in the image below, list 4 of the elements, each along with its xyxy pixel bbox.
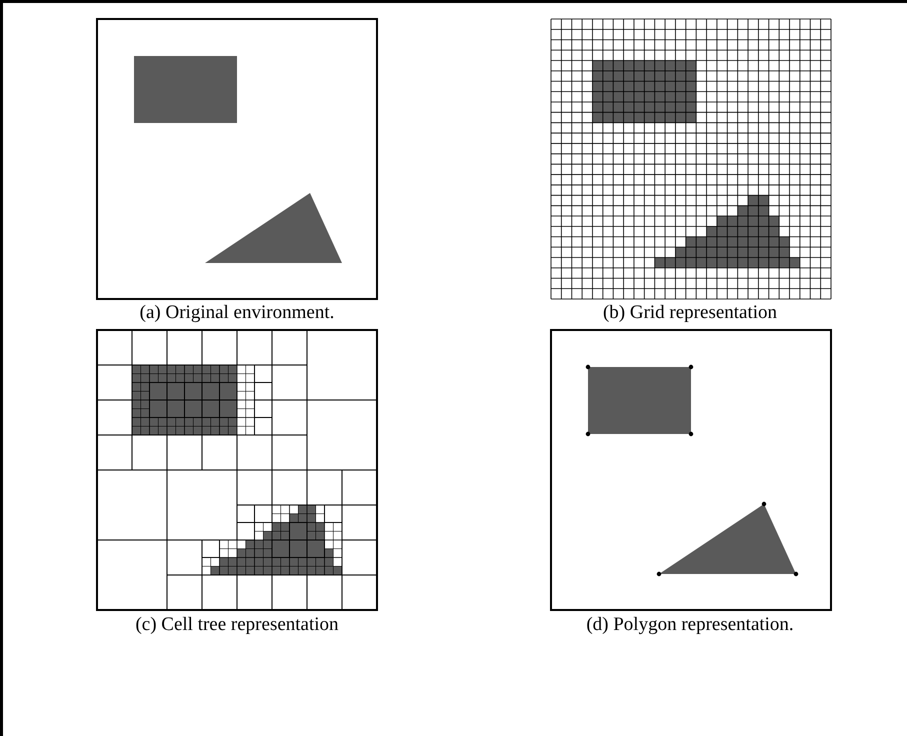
caption: (a) Original environment. bbox=[140, 302, 334, 324]
caption: (b) Grid representation bbox=[602, 302, 778, 324]
caption: (d) Polygon representation. bbox=[586, 614, 794, 636]
caption: (c) Cell tree representation bbox=[135, 614, 339, 636]
